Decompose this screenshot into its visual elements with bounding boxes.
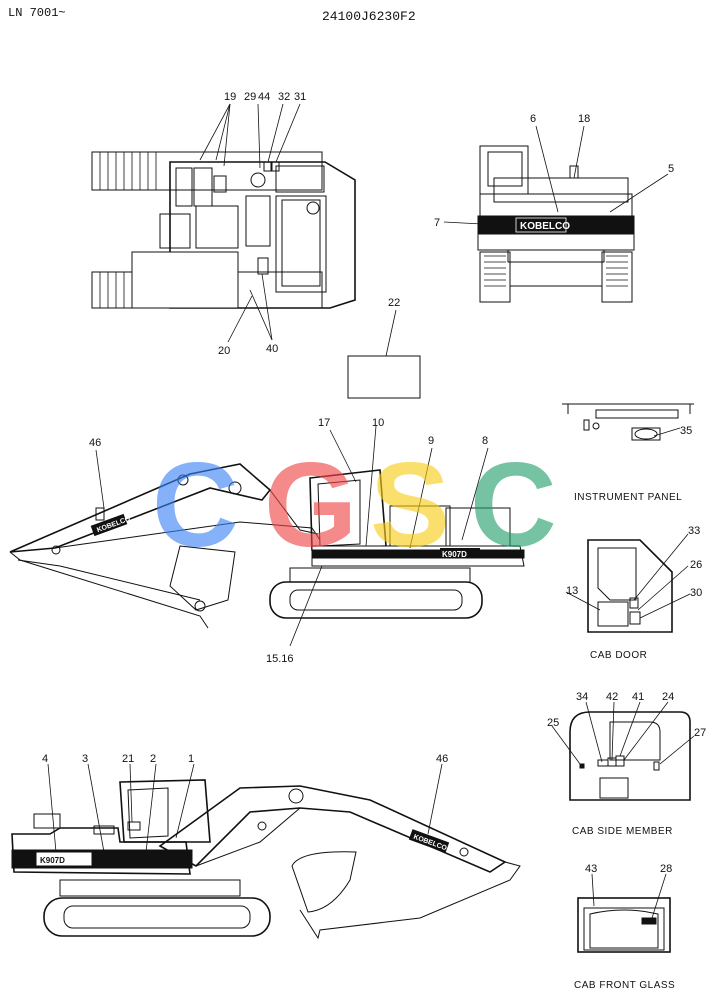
watermark-letter-1: C bbox=[152, 438, 239, 572]
callout-46-right: 46 bbox=[436, 753, 448, 765]
cab-side-member-drawing bbox=[569, 711, 691, 801]
watermark: C G S C bbox=[152, 438, 557, 572]
side-view-left-drawing: KOBELCO K907D bbox=[9, 463, 525, 629]
callout-29: 29 bbox=[244, 91, 256, 103]
callout-3: 3 bbox=[82, 753, 88, 765]
logo-text-rear: KOBELCO bbox=[520, 221, 570, 232]
callout-4: 4 bbox=[42, 753, 48, 765]
callout-22: 22 bbox=[388, 297, 400, 309]
caption-cab-door: CAB DOOR bbox=[590, 650, 647, 661]
top-view-drawing bbox=[91, 151, 356, 309]
callout-33: 33 bbox=[688, 525, 700, 537]
cab-door-drawing bbox=[587, 539, 673, 633]
callout-44: 44 bbox=[258, 91, 270, 103]
caption-instrument-panel: INSTRUMENT PANEL bbox=[574, 492, 682, 503]
callout-31: 31 bbox=[294, 91, 306, 103]
callout-5: 5 bbox=[668, 163, 674, 175]
rear-view-drawing: KOBELCO bbox=[477, 145, 635, 303]
callout-8: 8 bbox=[482, 435, 488, 447]
callout-27: 27 bbox=[694, 727, 706, 739]
callout-41: 41 bbox=[632, 691, 644, 703]
cab-front-glass-drawing bbox=[577, 897, 671, 953]
serial-range: LN 7001~ bbox=[8, 6, 66, 20]
callout-20: 20 bbox=[218, 345, 230, 357]
callout-17: 17 bbox=[318, 417, 330, 429]
callout-19: 19 bbox=[224, 91, 236, 103]
callout-7: 7 bbox=[434, 217, 440, 229]
callout-35: 35 bbox=[680, 425, 692, 437]
callout-24: 24 bbox=[662, 691, 674, 703]
plate-22-box bbox=[347, 355, 421, 399]
callout-6: 6 bbox=[530, 113, 536, 125]
caption-cab-side-member: CAB SIDE MEMBER bbox=[572, 826, 673, 837]
callout-28: 28 bbox=[660, 863, 672, 875]
callout-46-left: 46 bbox=[89, 437, 101, 449]
side-view-right-drawing: K907D KOBELCO bbox=[11, 779, 521, 940]
callout-30: 30 bbox=[690, 587, 702, 599]
callout-40: 40 bbox=[266, 343, 278, 355]
callout-18: 18 bbox=[578, 113, 590, 125]
callout-43: 43 bbox=[585, 863, 597, 875]
callout-15-16: 15.16 bbox=[266, 653, 294, 665]
caption-cab-front-glass: CAB FRONT GLASS bbox=[574, 980, 675, 991]
watermark-letter-2: G bbox=[264, 438, 357, 572]
part-number: 24100J6230F2 bbox=[322, 9, 416, 24]
kobelco-logo-rear bbox=[515, 217, 567, 233]
callout-21: 21 bbox=[122, 753, 134, 765]
model-logo-right: K907D bbox=[40, 856, 65, 865]
watermark-letter-4: C bbox=[470, 438, 557, 572]
callout-10: 10 bbox=[372, 417, 384, 429]
instrument-panel-drawing bbox=[562, 403, 694, 441]
callout-32: 32 bbox=[278, 91, 290, 103]
callout-2: 2 bbox=[150, 753, 156, 765]
callout-42: 42 bbox=[606, 691, 618, 703]
callout-9: 9 bbox=[428, 435, 434, 447]
callout-25: 25 bbox=[547, 717, 559, 729]
callout-13: 13 bbox=[566, 585, 578, 597]
model-logo-left: K907D bbox=[442, 550, 467, 559]
callout-26: 26 bbox=[690, 559, 702, 571]
watermark-letter-3: S bbox=[370, 438, 450, 572]
callout-34: 34 bbox=[576, 691, 588, 703]
callout-1: 1 bbox=[188, 753, 194, 765]
